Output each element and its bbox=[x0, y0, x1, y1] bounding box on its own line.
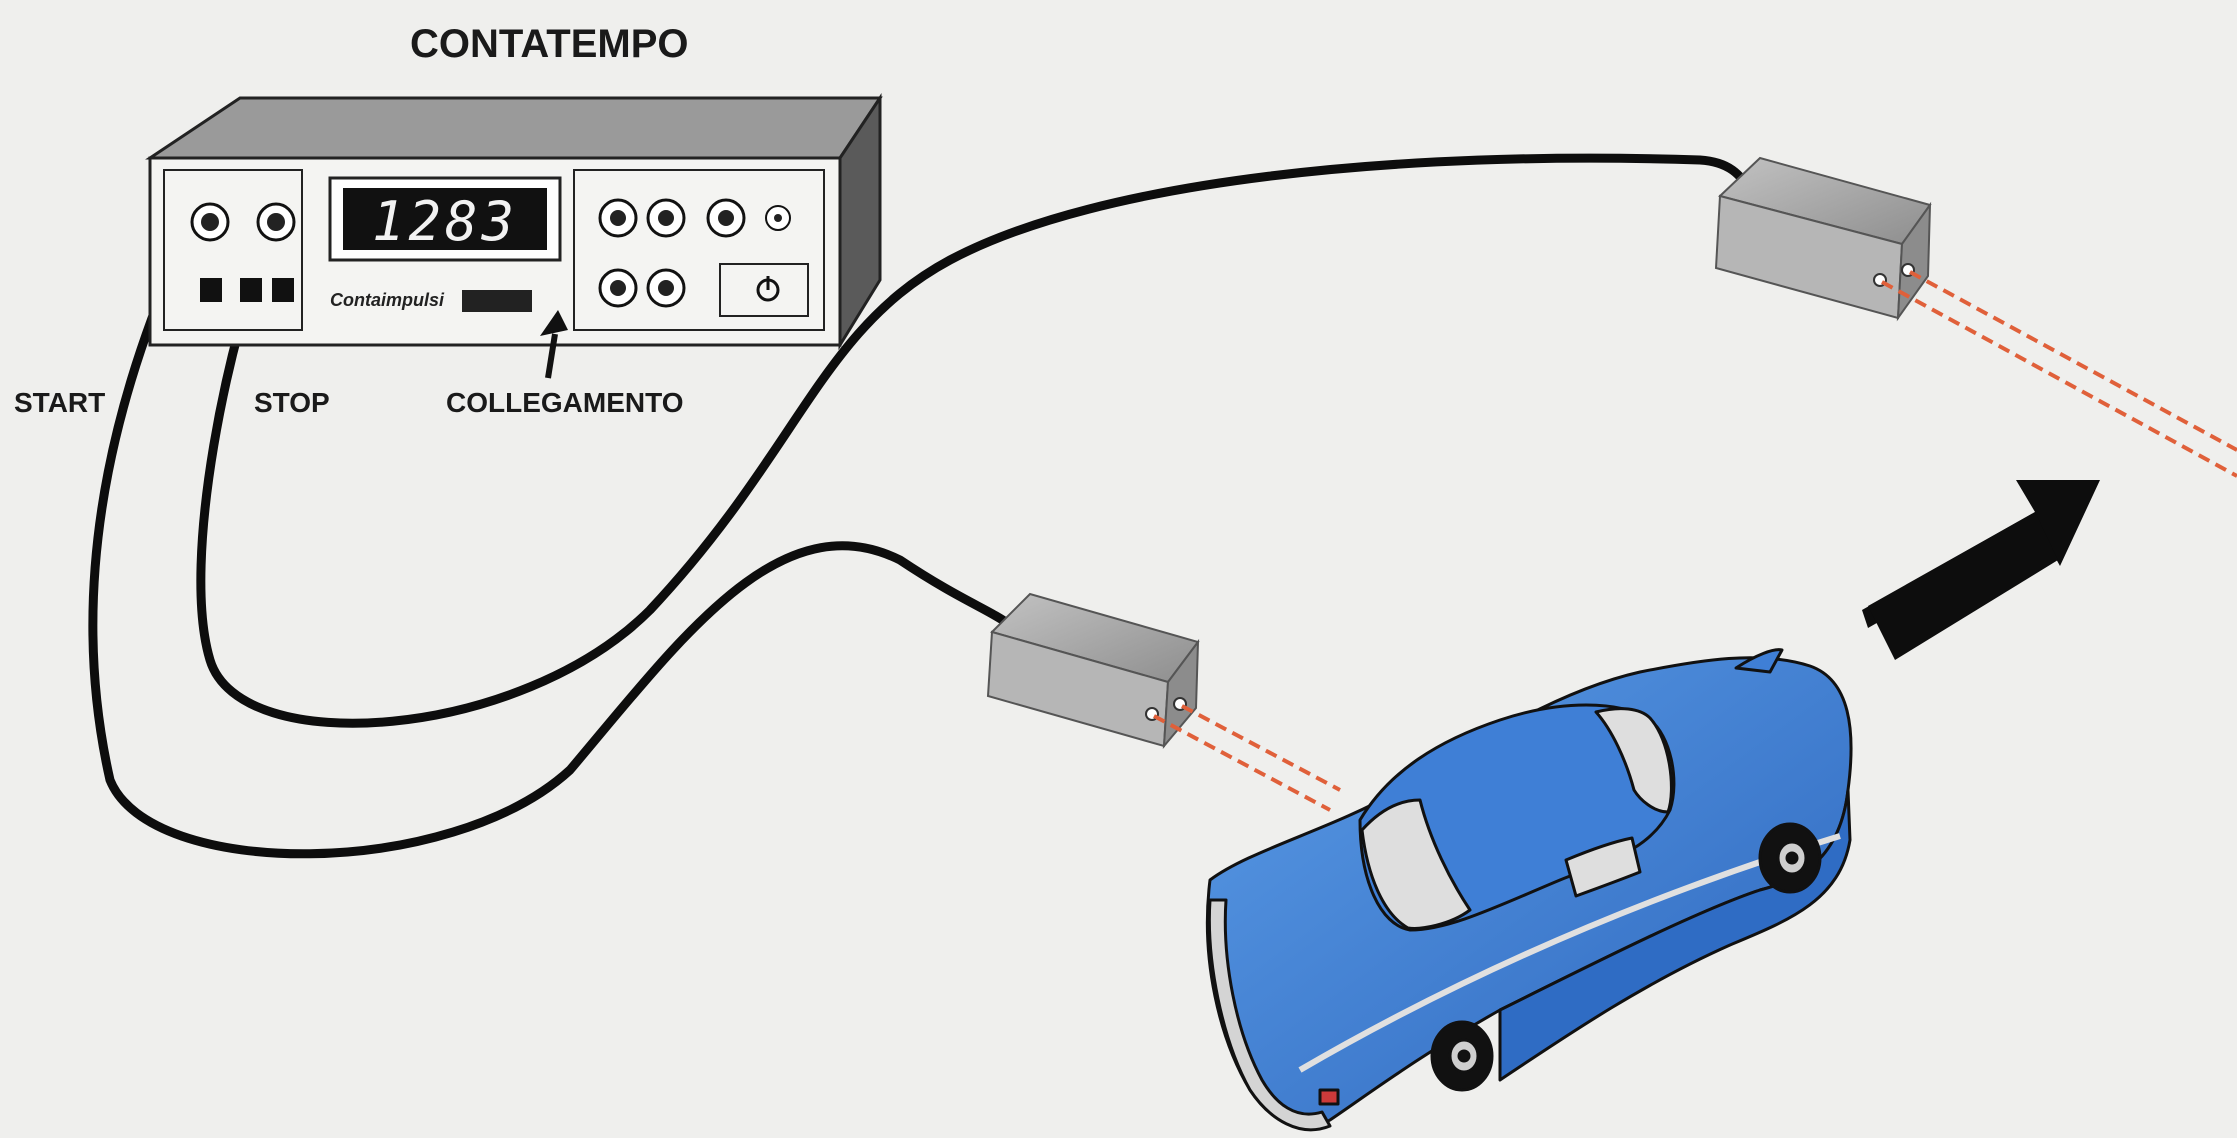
far-sensor bbox=[1716, 158, 1930, 318]
blue-car bbox=[1207, 650, 1851, 1130]
start-connector bbox=[192, 204, 228, 240]
car-rear-wheel bbox=[1760, 824, 1820, 892]
device-top-face bbox=[150, 98, 880, 158]
diagram-title: CONTATEMPO bbox=[410, 22, 689, 66]
bnc-connector-2 bbox=[648, 200, 684, 236]
link-label: COLLEGAMENTO bbox=[446, 387, 683, 418]
switch-3 bbox=[272, 278, 294, 302]
direction-arrow-shaft bbox=[1868, 512, 2058, 660]
far-sensor-beam bbox=[1882, 272, 2237, 476]
stop-label: STOP bbox=[254, 387, 330, 418]
stop-connector bbox=[258, 204, 294, 240]
bnc-connector-4 bbox=[766, 206, 790, 230]
switch-2 bbox=[240, 278, 262, 302]
near-sensor bbox=[988, 594, 1198, 746]
car-tail-light bbox=[1320, 1090, 1338, 1104]
bnc-connector-5 bbox=[600, 270, 636, 306]
car-front-wheel bbox=[1432, 1022, 1492, 1090]
start-label: START bbox=[14, 387, 105, 418]
bnc-connector-3 bbox=[708, 200, 744, 236]
timer-device: 1283 Contaimpulsi bbox=[150, 98, 880, 345]
bnc-connector-6 bbox=[648, 270, 684, 306]
brand-logo bbox=[462, 290, 532, 312]
bnc-connector-1 bbox=[600, 200, 636, 236]
switch-1 bbox=[200, 278, 222, 302]
brand-label: Contaimpulsi bbox=[330, 290, 445, 310]
display-readout: 1283 bbox=[372, 190, 518, 253]
